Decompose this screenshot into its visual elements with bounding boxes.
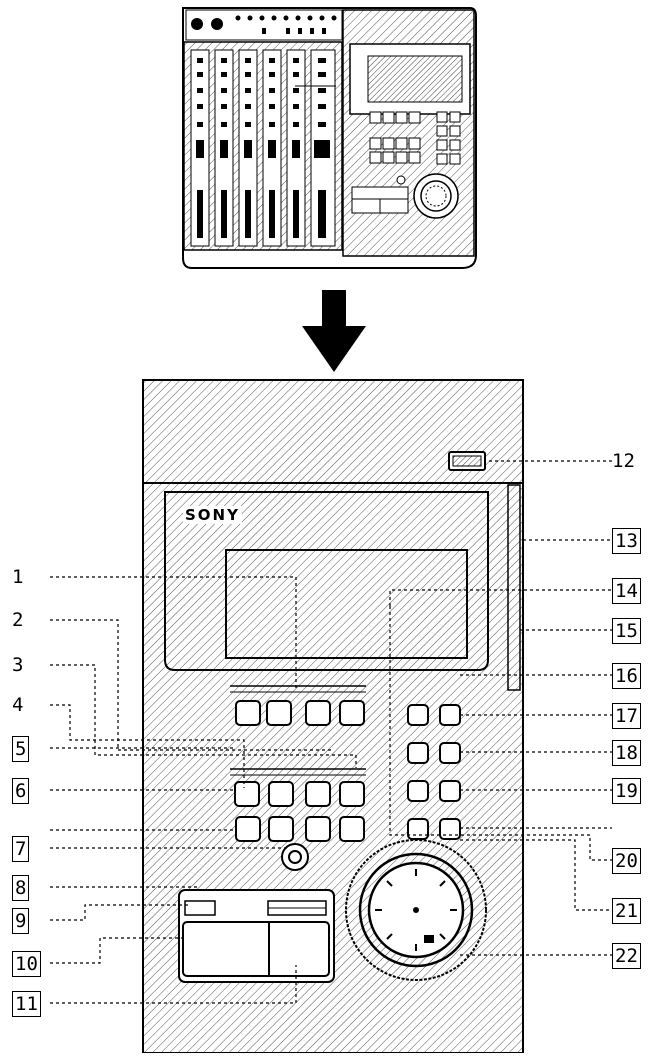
jog-dial[interactable] xyxy=(345,839,487,981)
callout-6: 6 xyxy=(12,778,30,804)
callout-4: 4 xyxy=(12,693,24,717)
bottom-button-row[interactable] xyxy=(235,816,365,842)
callout-7: 7 xyxy=(12,836,30,862)
callout-14: 14 xyxy=(612,578,641,604)
callout-11: 11 xyxy=(12,991,41,1017)
upper-button-row[interactable] xyxy=(230,685,366,726)
callout-8: 8 xyxy=(12,875,30,901)
callout-12: 12 xyxy=(612,449,635,473)
callout-5: 5 xyxy=(12,736,30,762)
callout-19: 19 xyxy=(612,778,641,804)
brand-logo: SONY xyxy=(183,506,242,524)
callout-20: 20 xyxy=(612,848,641,874)
callout-22: 22 xyxy=(612,943,641,969)
callout-15: 15 xyxy=(612,618,641,644)
middle-button-row[interactable] xyxy=(230,768,366,807)
callout-9: 9 xyxy=(12,908,30,934)
callout-16: 16 xyxy=(612,663,641,689)
callout-17: 17 xyxy=(612,703,641,729)
overview-mixer xyxy=(182,7,477,269)
right-button-grid[interactable] xyxy=(407,704,461,840)
leader-lines xyxy=(50,460,612,1004)
callout-2: 2 xyxy=(12,608,24,632)
callout-13: 13 xyxy=(612,528,641,554)
callout-10: 10 xyxy=(12,951,41,977)
transport-panel[interactable] xyxy=(178,889,335,983)
callout-21: 21 xyxy=(612,898,641,924)
down-arrow xyxy=(302,290,366,372)
callout-1: 1 xyxy=(12,565,24,589)
callout-18: 18 xyxy=(612,740,641,766)
callout-3: 3 xyxy=(12,653,24,677)
small-knob[interactable] xyxy=(281,843,309,871)
display-window-button[interactable] xyxy=(448,451,486,471)
